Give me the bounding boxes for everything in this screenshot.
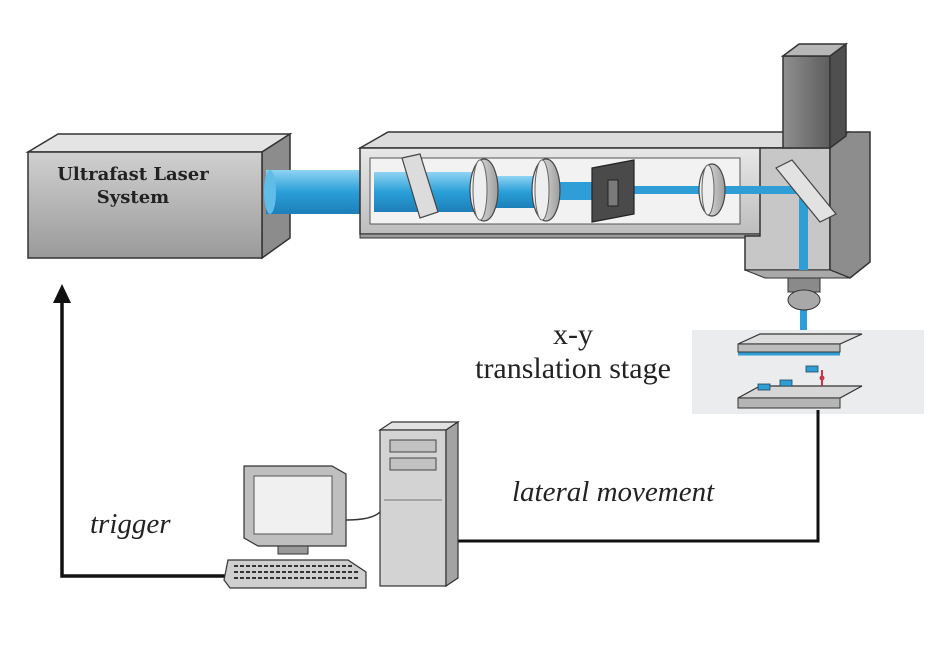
- objective-lens: [787, 277, 821, 311]
- sample-block: [779, 379, 793, 387]
- lens-3-face: [701, 164, 715, 216]
- monitor-stand: [277, 545, 309, 555]
- stage-plate-top-front: [737, 343, 841, 353]
- focus-point: [819, 375, 825, 381]
- pc-tower-top: [378, 421, 460, 431]
- laser-box-front: [27, 151, 263, 259]
- monitor-screen: [253, 475, 333, 535]
- stage-plate-top: [737, 333, 863, 345]
- translation-stage: [692, 330, 924, 414]
- beam-end: [264, 170, 276, 214]
- stage-label-line1: x-y: [553, 318, 593, 351]
- stage-plate-bottom: [737, 385, 863, 399]
- beam-to-sample: [800, 290, 807, 334]
- laser-system-label: Ultrafast Laser System: [28, 163, 238, 209]
- trigger-line: [60, 300, 236, 578]
- sample-block: [805, 365, 819, 373]
- drive-bay: [389, 439, 437, 453]
- objective-tip: [787, 289, 821, 311]
- pc-tower-front: [379, 429, 447, 587]
- keyboard-keys: [234, 565, 360, 579]
- tube-top: [357, 131, 850, 149]
- head-bottom: [744, 269, 851, 279]
- laser-box-top: [25, 133, 293, 153]
- head-side: [829, 131, 871, 279]
- stage-label: x-y translation stage: [448, 318, 698, 386]
- laser-beam: [264, 170, 366, 214]
- optics: [401, 153, 837, 223]
- laser-label-line1: Ultrafast Laser: [57, 164, 209, 185]
- computer: [223, 420, 460, 589]
- aperture-slit: [607, 179, 619, 207]
- laser-box: [25, 132, 293, 260]
- trigger-arrowhead: [53, 284, 71, 303]
- drive-bay: [389, 457, 437, 471]
- beam-down: [799, 194, 808, 270]
- keyboard: [223, 559, 367, 589]
- pc-cable: [345, 511, 381, 521]
- connections: [53, 284, 820, 578]
- lens-1-face: [472, 159, 488, 221]
- entry-mirror: [401, 153, 439, 219]
- trigger-label: trigger: [90, 508, 171, 540]
- lateral-movement-line: [458, 410, 820, 543]
- laser-label-line2: System: [96, 187, 170, 208]
- stage-label-line2: translation stage: [475, 352, 671, 385]
- camera-tower-side: [829, 42, 847, 150]
- lens-2-face: [534, 159, 550, 221]
- camera-tower-top: [780, 43, 849, 57]
- pc-tower-side: [445, 420, 459, 588]
- beam-segment: [266, 170, 366, 214]
- camera-tower-front: [782, 55, 831, 149]
- turning-mirror: [775, 159, 837, 223]
- lateral-movement-label: lateral movement: [512, 476, 715, 508]
- stage-plate-bottom-front: [737, 397, 841, 409]
- sample-block: [757, 383, 771, 391]
